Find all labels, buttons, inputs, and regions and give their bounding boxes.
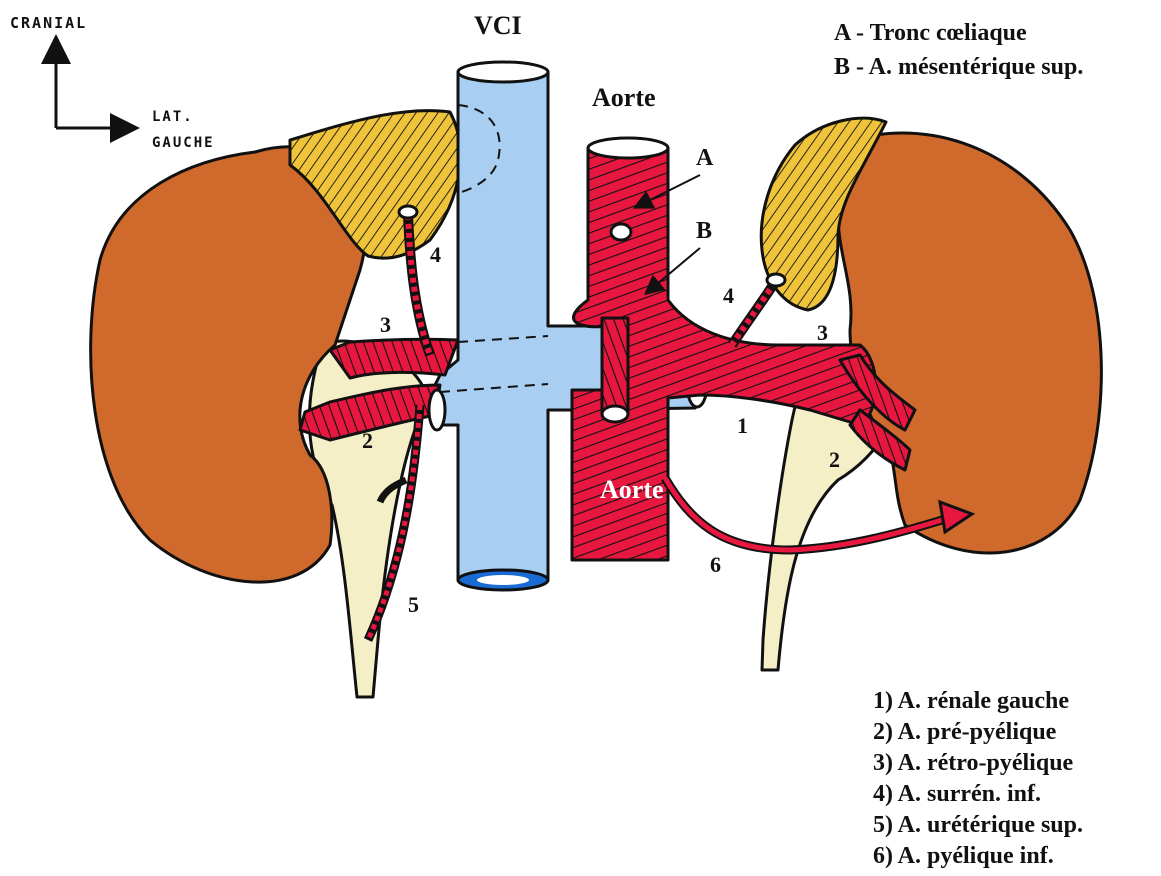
mesenteric-opening bbox=[602, 406, 628, 422]
left-renal-artery-stump bbox=[429, 390, 445, 430]
label-1: 1 bbox=[737, 413, 748, 438]
superior-mesenteric-artery-stump bbox=[602, 318, 628, 412]
label-4-right: 4 bbox=[723, 283, 734, 308]
legend-number-item: 5) A. urétérique sup. bbox=[873, 812, 1083, 838]
label-2-left: 2 bbox=[362, 428, 373, 453]
aorta-label-top: Aorte bbox=[592, 83, 656, 112]
left-adrenal-artery-opening bbox=[399, 206, 417, 218]
vci-label: VCI bbox=[474, 11, 522, 40]
legend-number-item: 1) A. rénale gauche bbox=[873, 688, 1069, 714]
legend-letter-item: A - Tronc cœliaque bbox=[834, 20, 1027, 46]
cranial-label: CRANIAL bbox=[10, 14, 87, 32]
lateral-label-line2: GAUCHE bbox=[152, 135, 215, 151]
legend-letter-item: B - A. mésentérique sup. bbox=[834, 54, 1083, 80]
label-2-right: 2 bbox=[829, 447, 840, 472]
aorta-label-lower: Aorte bbox=[600, 475, 664, 504]
right-adrenal-artery-opening bbox=[767, 274, 785, 286]
legend-number-item: 2) A. pré-pyélique bbox=[873, 719, 1057, 745]
left-retro-pyelic-artery bbox=[330, 339, 458, 378]
celiac-trunk-opening bbox=[611, 224, 631, 240]
right-inferior-adrenal-artery-fill bbox=[732, 282, 775, 345]
legend-letters: A - Tronc cœliaque B - A. mésentérique s… bbox=[834, 20, 1083, 80]
legend-numbers: 1) A. rénale gauche 2) A. pré-pyélique 3… bbox=[873, 688, 1083, 869]
label-b: B bbox=[696, 218, 712, 244]
label-5: 5 bbox=[408, 592, 419, 617]
label-3-right: 3 bbox=[817, 320, 828, 345]
label-a: A bbox=[696, 145, 714, 171]
lateral-label-line1: LAT. bbox=[152, 109, 194, 125]
label-3-left: 3 bbox=[380, 312, 391, 337]
vena-cava-top-opening bbox=[458, 62, 548, 82]
orientation-indicator: CRANIAL LAT. GAUCHE bbox=[10, 14, 215, 151]
aorta-top-opening bbox=[588, 138, 668, 158]
legend-number-item: 6) A. pyélique inf. bbox=[873, 843, 1054, 869]
label-4-left: 4 bbox=[430, 242, 441, 267]
vena-cava-bottom-lumen bbox=[477, 575, 529, 585]
legend-number-item: 3) A. rétro-pyélique bbox=[873, 750, 1074, 776]
label-6: 6 bbox=[710, 552, 721, 577]
legend-number-item: 4) A. surrén. inf. bbox=[873, 781, 1041, 807]
right-kidney bbox=[835, 133, 1101, 553]
